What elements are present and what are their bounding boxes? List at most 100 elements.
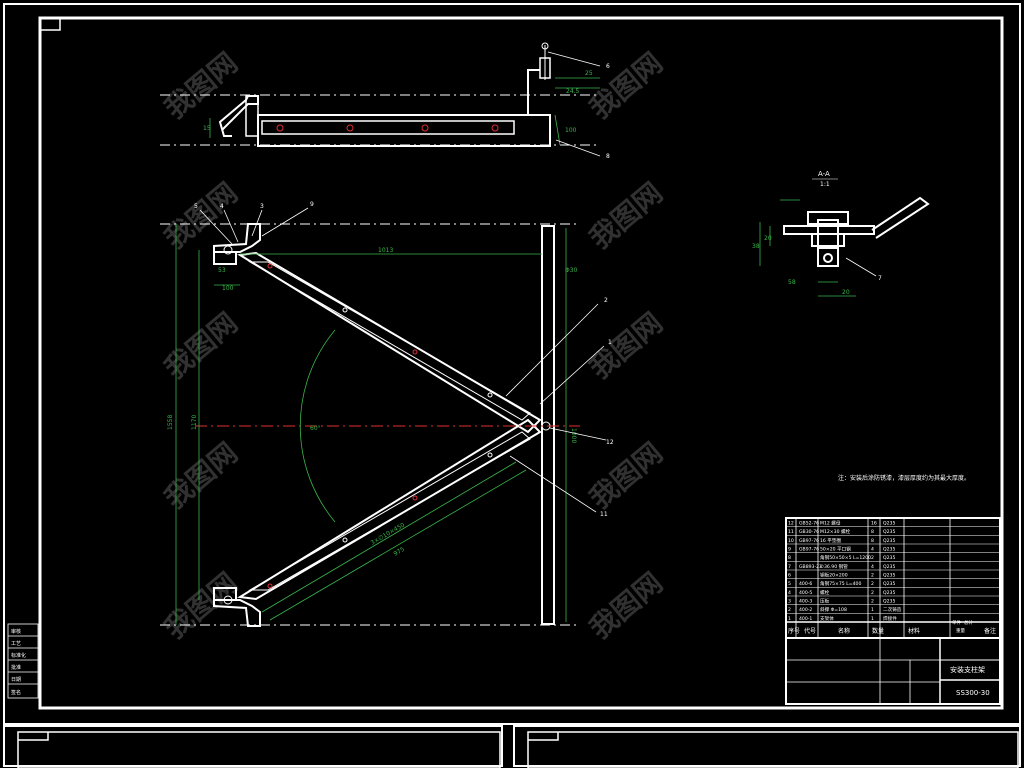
strip-label: 标准化 [11,652,26,659]
dim-text: 20 [842,289,850,296]
dim-text: 24.5 [566,88,580,95]
leader-lines [199,51,607,513]
bom-cell-qty: 1 [871,616,874,622]
bom-cell-mat: 二次铸造 [883,606,902,613]
bom-cell-name: 斜撑 Φ=108 [820,606,847,613]
dim-pole: Φ30 [565,267,578,274]
bom-cell-no: 11 [788,529,794,535]
bom-cell-code: 400-1 [799,616,812,622]
balloon-label: 2 [604,297,608,304]
dim-height-inner: 1170 [191,415,198,430]
bom-cell-no: 7 [788,564,791,570]
balloon-label: 4 [220,203,224,210]
bom-cell-name: M12×30 螺栓 [820,528,851,535]
bom-cell-code: GB893-23 [799,564,822,570]
bom-cell-code: 400-5 [799,590,812,596]
dim-arm-len: 975 [393,546,407,558]
balloon-label: 5 [194,203,198,210]
dim-length: 1013 [378,247,393,254]
watermark: 我图网 [583,176,669,255]
bom-cell-name: 角钢75×75 L=400 [820,580,861,587]
drawing-border [38,16,1004,710]
bom-cell-mat: Q235 [883,538,895,544]
bom-cell-qty: 1 [871,607,874,613]
bom-cell-name: 角钢50×50×5 L=1200 [820,554,871,561]
watermark: 我图网 [583,306,669,385]
bom-header-weight: 重量 [956,627,965,634]
watermark: 我图网 [158,566,244,645]
bom-cell-qty: 16 [871,520,877,526]
bom-cell-qty: 4 [871,564,874,570]
watermark: 我图网 [158,436,244,515]
watermark: 我图网 [583,566,669,645]
dim-text: 15 [203,125,211,132]
bom-cell-qty: 2 [871,572,874,578]
bom-cell-mat: Q235 [883,529,895,535]
section-dimensions [759,199,856,297]
bom-header-code: 代号 [804,627,816,635]
bom-cell-mat: 焊接件 [883,615,897,622]
bom-cell-qty: 8 [871,529,874,535]
left-strip [7,623,39,699]
bom-table [785,517,1001,705]
bom-cell-code: 400-3 [799,598,812,604]
balloon-label: 6 [606,63,610,70]
bom-cell-no: 5 [788,581,791,587]
bom-cell-qty: 8 [871,538,874,544]
dim-text: 20 [764,235,772,242]
watermark: 我图网 [158,306,244,385]
bom-cell-mat: Q235 [883,598,895,604]
drawing-number: SS300-30 [956,689,990,697]
section-title: A-A [818,170,830,178]
bom-cell-no: 2 [788,607,791,613]
bom-header-no: 序号 [788,627,800,635]
strip-label: 签名 [11,689,21,696]
drawing-title: 安装支柱架 [950,665,985,674]
bom-cell-code: GB97-76 [799,546,819,552]
bom-cell-mat: Q235 [883,581,895,587]
bom-cell-no: 12 [788,520,794,526]
bom-cell-name: 螺栓 [820,589,830,596]
outer-frame [3,3,1021,725]
bom-cell-no: 9 [788,546,791,552]
balloon-label: 7 [878,275,882,282]
balloon-label: 11 [600,511,608,518]
bom-cell-name: 支架体 [820,615,834,622]
bom-cell-name: ∅36.90 钢管 [820,563,848,570]
bom-cell-mat: Q235 [883,590,895,596]
bom-cell-code: GB30-76 [799,529,819,535]
lower-sheet-left [3,725,503,767]
bom-cell-name: 钢板20×200 [820,571,848,578]
bom-cell-name: M12 螺母 [820,519,841,526]
bom-cell-no: 4 [788,590,791,596]
balloon-label: 9 [310,201,314,208]
bom-cell-qty: 2 [871,581,874,587]
bom-header-remark: 备注 [984,627,996,635]
section-scale: 1:1 [820,181,830,188]
bom-header-qty: 数量 [872,627,884,635]
bom-cell-no: 6 [788,572,791,578]
section-view [783,196,930,267]
strip-label: 批准 [11,664,21,671]
strip-label: 审核 [11,628,21,635]
bom-cell-mat: Q235 [883,564,895,570]
bom-header-unit: 单件 [952,619,961,626]
dim-text: 58 [788,279,796,286]
dim-text: 38 [752,243,760,250]
bom-header-mat: 材料 [908,627,920,635]
top-view-dimensions [209,77,600,146]
balloon-label: 3 [260,203,264,210]
bom-cell-no: 3 [788,598,791,604]
dim-angle: 60° [310,425,321,432]
dim-pole-len: 1000 [570,428,577,443]
dim-text: 100 [565,127,577,134]
bom-cell-code: 400-6 [799,581,812,587]
technical-note: 注：安装后涂防锈漆，漆层厚度约为其最大厚度。 [838,474,970,482]
bom-cell-qty: 2 [871,590,874,596]
bom-cell-name: 16 平垫圈 [820,537,841,544]
front-dimensions [175,224,567,625]
bom-cell-code: GB52-76 [799,520,819,526]
strip-label: 日期 [11,677,21,683]
